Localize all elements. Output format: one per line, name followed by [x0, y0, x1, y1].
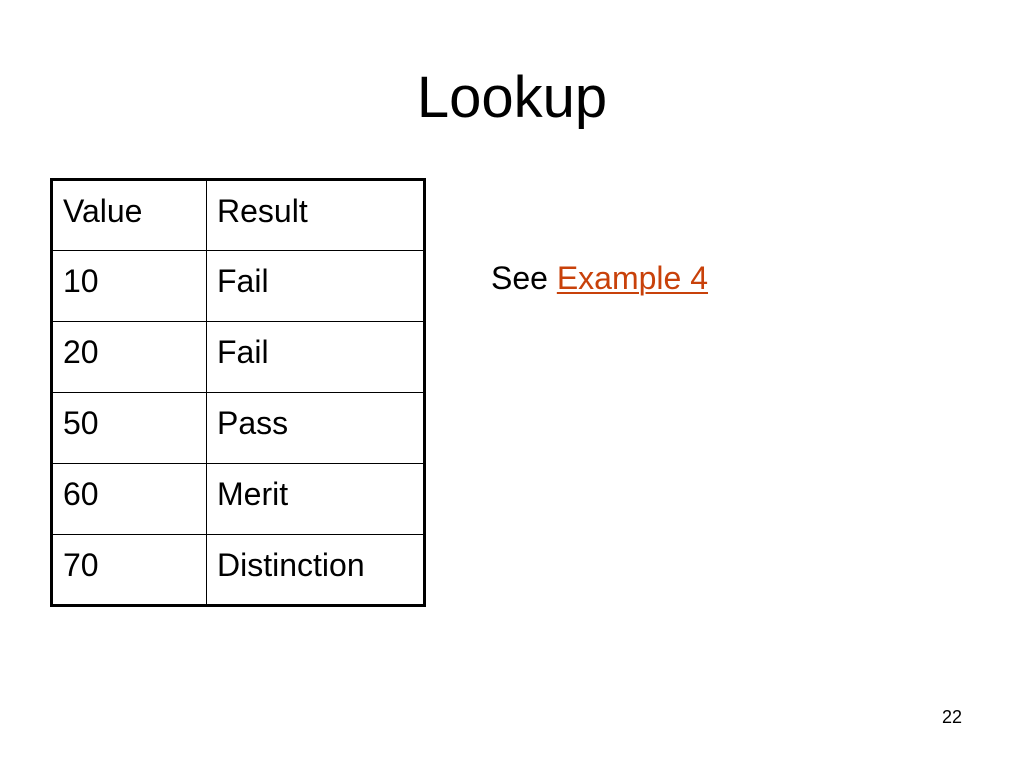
cell-result: Fail	[206, 250, 425, 322]
cell-result: Merit	[206, 463, 425, 535]
table-header-row: Value Result	[51, 179, 425, 251]
cell-result: Pass	[206, 392, 425, 464]
cell-value: 20	[51, 321, 207, 393]
cell-value: 50	[51, 392, 207, 464]
cell-result: Distinction	[206, 534, 425, 606]
cell-value: 70	[51, 534, 207, 606]
see-reference: See Example 4	[491, 258, 708, 298]
cell-value: 60	[51, 463, 207, 535]
header-value: Value	[51, 179, 207, 251]
example-4-link[interactable]: Example 4	[556, 260, 709, 296]
table-row: 70 Distinction	[51, 534, 425, 606]
lookup-table: Value Result 10 Fail 20 Fail 50 Pass 60 …	[50, 178, 426, 607]
cell-result: Fail	[206, 321, 425, 393]
table-row: 10 Fail	[51, 250, 425, 322]
table-row: 50 Pass	[51, 392, 425, 464]
table-row: 60 Merit	[51, 463, 425, 535]
cell-value: 10	[51, 250, 207, 322]
slide-title: Lookup	[416, 65, 608, 130]
table-row: 20 Fail	[51, 321, 425, 393]
see-prefix: See	[491, 260, 548, 296]
header-result: Result	[206, 179, 425, 251]
page-number: 22	[941, 707, 963, 727]
